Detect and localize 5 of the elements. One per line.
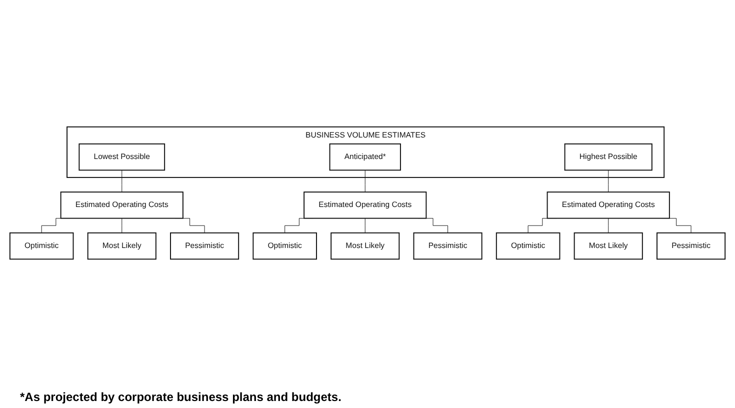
connector <box>364 170 366 192</box>
footnote: *As projected by corporate business plans and budgets. <box>20 390 342 404</box>
connector <box>364 218 366 234</box>
connector <box>608 170 609 192</box>
connector <box>608 218 609 234</box>
